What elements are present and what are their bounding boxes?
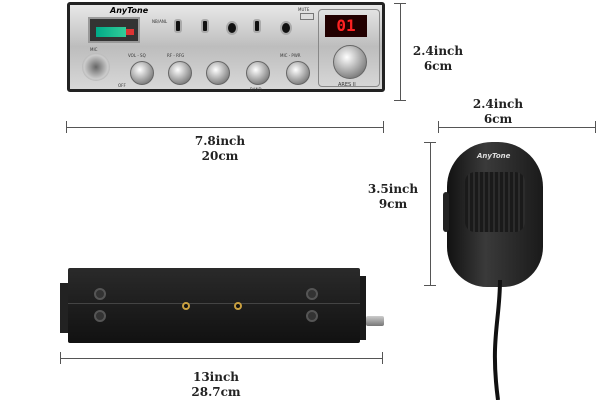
rf-label: RF - RFG [167,53,185,58]
channel-knob[interactable] [333,45,367,79]
signal-meter [88,17,140,43]
mic-jack[interactable] [82,53,110,81]
radio-height-inch: 2.4inch [412,44,464,58]
radio-depth-inch: 13inch [192,370,239,384]
radio-depth-line [60,358,383,359]
tick [66,121,67,133]
brand-logo: AnyTone [110,6,149,15]
radio-width-cm: 20cm [201,149,239,163]
mic-width-label: 2.4inch 6cm [458,97,538,127]
radio-height-line [400,3,401,100]
tick [595,121,596,133]
microphone: AnyTone [443,142,543,287]
side-bracket [60,283,70,333]
antenna-connector [366,316,384,326]
tick [383,121,384,133]
tick [394,100,406,101]
screw [94,310,106,322]
mon-switch[interactable] [226,21,238,35]
mic-cord [492,280,502,400]
mic-height-label: 3.5inch 9cm [360,182,426,212]
mic-height-line [430,142,431,285]
echo-switch[interactable] [253,19,261,33]
tick [382,352,383,364]
mic-grille [465,172,525,232]
nb-anl-label: NB/ANL [152,19,168,24]
mic-width-cm: 6cm [483,112,513,126]
mount-hole [234,302,242,310]
volume-squelch-knob[interactable] [130,61,154,85]
display-bezel [318,9,380,87]
rpc-switch[interactable] [201,19,209,33]
band-switch[interactable] [280,21,292,35]
rear-panel [360,276,366,340]
screw [306,288,318,300]
mic-height-cm: 9cm [378,197,408,211]
ptt-button[interactable] [443,192,449,232]
radio-depth-cm: 28.7cm [191,385,241,399]
tick [438,121,439,133]
tick [424,142,436,143]
tick [424,285,436,286]
radio-side-view [68,268,360,343]
mic-power-knob[interactable] [286,61,310,85]
band-label: BAND [250,87,262,92]
rf-gain-knob[interactable] [168,61,192,85]
off-label: OFF [118,83,126,88]
tick [60,352,61,364]
radio-width-inch: 7.8inch [194,134,246,148]
screw [94,288,106,300]
nb-anl-switch[interactable] [174,19,182,33]
radio-width-label: 7.8inch 20cm [180,134,260,164]
channel-display: 01 [325,15,367,37]
model-label: ARES II [338,82,356,88]
radio-height-cm: 6cm [423,59,453,73]
mic-brand-logo: AnyTone [477,152,511,160]
mic-width-inch: 2.4inch [472,97,524,111]
radio-height-label: 2.4inch 6cm [408,44,468,74]
vol-label: VOL - SQ [128,53,146,58]
screw [306,310,318,322]
mic-pwr-label: MIC - PWR [280,53,301,58]
radio-depth-label: 13inch 28.7cm [176,370,256,400]
radio-width-line [66,127,384,128]
radio-front-panel: AnyTone NB/ANL MUTE 01 ARES II MIC OFF V… [67,2,385,92]
mic-height-inch: 3.5inch [367,182,419,196]
mic-label: MIC [90,47,98,52]
tick [394,3,406,4]
mount-hole [182,302,190,310]
mic-width-line [438,127,596,128]
mute-button[interactable] [300,13,314,20]
mute-label: MUTE [298,7,310,12]
band-knob[interactable] [246,61,270,85]
mode-knob[interactable] [206,61,230,85]
seam [68,303,360,304]
